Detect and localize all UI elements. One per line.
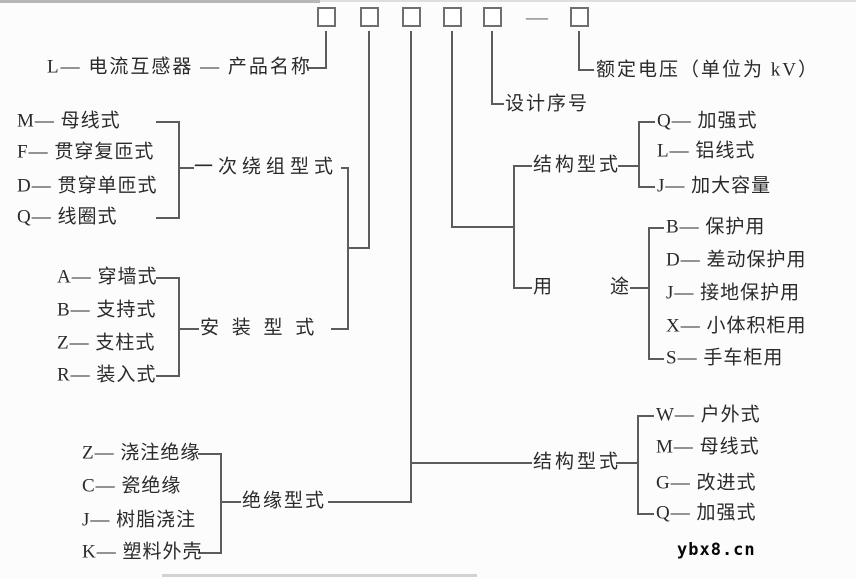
connector-line (410, 462, 532, 464)
connector-line (325, 31, 327, 69)
code-item: G— 改进式 (656, 472, 757, 494)
code-item: X— 小体积柜用 (666, 315, 807, 337)
bracket-stub (648, 358, 664, 360)
connector-line (491, 103, 504, 105)
code-item: K— 塑料外壳 (82, 541, 203, 563)
connector-line (410, 31, 412, 503)
usage-label-second: 途 (609, 276, 629, 298)
code-item: M— 母线式 (17, 110, 121, 132)
bracket-stub (156, 375, 178, 377)
bracket-stub (638, 121, 655, 123)
code-item: D— 贯穿单匝式 (17, 175, 158, 197)
code-item: A— 穿墙式 (57, 266, 158, 288)
code-box-4 (443, 7, 462, 27)
connector-line (578, 69, 594, 71)
code-box-2 (360, 7, 379, 27)
code-box-1 (317, 7, 336, 27)
code-item: B— 保护用 (666, 216, 766, 238)
connector-line (451, 226, 513, 228)
code-item: Z— 浇注绝缘 (82, 442, 201, 464)
connector-line (347, 247, 368, 249)
bracket-stub (156, 121, 178, 123)
code-item: J— 加大容量 (657, 175, 772, 197)
connector-line (630, 287, 650, 289)
code-item: J— 接地保护用 (666, 282, 801, 304)
connector-line (578, 31, 580, 71)
connector-line (178, 328, 199, 330)
scan-artifact-top-right (320, 0, 856, 2)
code-item: B— 支持式 (57, 299, 157, 321)
bracket-stub (198, 552, 220, 554)
design-serial-label: 设计序号 (505, 93, 590, 115)
code-item: M— 母线式 (656, 436, 760, 458)
connector-line (341, 167, 349, 169)
product-name-label: L— 电流互感器 — 产品名称 (47, 56, 312, 78)
structure-type-lower-label: 结构型式 (533, 451, 622, 473)
connector-line (178, 167, 194, 169)
code-box-3 (402, 7, 421, 27)
code-item: F— 贯穿复匝式 (17, 141, 155, 163)
usage-label-first: 用 (533, 276, 553, 298)
bracket-stub (156, 277, 178, 279)
watermark: ybx8.cn (677, 540, 756, 560)
usage-label: 用 途 (533, 278, 629, 297)
code-item: J— 树脂浇注 (82, 509, 197, 531)
structure-type-upper-label: 结构型式 (533, 154, 622, 176)
connector-line (451, 31, 453, 228)
connector-line (513, 287, 532, 289)
bracket-stub (156, 217, 178, 219)
bracket-stub (198, 453, 220, 455)
connector-line (616, 462, 637, 464)
connector-line (513, 165, 532, 167)
rated-voltage-label: 额定电压（单位为 kV） (596, 59, 819, 81)
scan-artifact-top (0, 0, 320, 3)
code-item: Q— 加强式 (656, 502, 757, 524)
code-item: Q— 线圈式 (17, 206, 118, 228)
code-item: Z— 支柱式 (57, 332, 156, 354)
bracket-line (178, 121, 180, 219)
connector-line (513, 165, 515, 289)
code-item: W— 户外式 (656, 404, 761, 426)
bracket-line (648, 227, 650, 360)
code-box-5 (483, 7, 502, 27)
bracket-line (220, 453, 222, 554)
installation-type-label: 安 装 型 式 (200, 317, 319, 339)
bracket-stub (637, 513, 654, 515)
code-item: D— 差动保护用 (666, 249, 807, 271)
code-separator-dash: — (526, 4, 548, 29)
code-item: Q— 加强式 (657, 110, 758, 132)
connector-line (220, 501, 241, 503)
bracket-line (638, 121, 640, 188)
bracket-stub (637, 415, 654, 417)
connector-line (331, 328, 349, 330)
code-item: R— 装入式 (57, 364, 157, 386)
insulation-type-label: 绝缘型式 (242, 490, 327, 512)
bracket-stub (638, 186, 655, 188)
code-item: L— 铝线式 (657, 140, 756, 162)
code-box-6 (570, 7, 589, 27)
primary-winding-type-label: 一次绕组型式 (194, 156, 339, 178)
code-item: S— 手车柜用 (666, 347, 784, 369)
connector-line (618, 165, 640, 167)
bracket-stub (648, 227, 664, 229)
bracket-line (178, 277, 180, 377)
connector-line (368, 31, 370, 249)
code-item: C— 瓷绝缘 (82, 475, 182, 497)
scan-artifact-bottom (162, 574, 477, 577)
connector-line (491, 31, 493, 105)
connector-line (308, 67, 327, 69)
connector-line (328, 501, 412, 503)
bracket-line (637, 415, 639, 515)
